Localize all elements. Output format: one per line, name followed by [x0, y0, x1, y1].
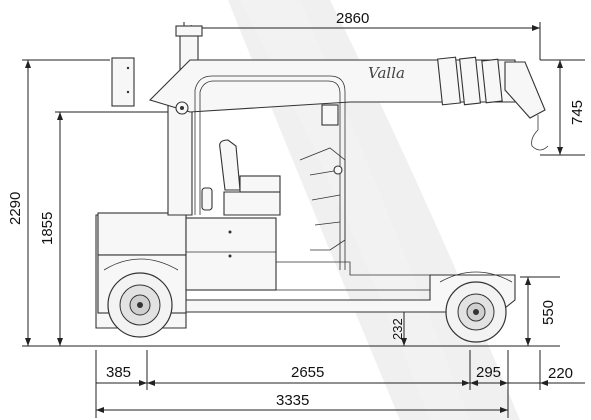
dim-2290-label: 2290 — [7, 192, 24, 225]
dim-3335-label: 3335 — [276, 392, 309, 409]
dim-745-label: 745 — [569, 100, 586, 125]
dim-385-label: 385 — [106, 364, 131, 381]
brand-logo-text: Valla — [368, 64, 405, 82]
dim-220-label: 220 — [548, 365, 573, 382]
dim-295-label: 295 — [476, 364, 501, 381]
dim-2655-label: 2655 — [291, 364, 324, 381]
dim-2860-label: 2860 — [336, 10, 369, 27]
dim-232-label: 232 — [390, 318, 405, 340]
crane-body — [95, 25, 549, 343]
dim-550-label: 550 — [540, 300, 557, 325]
dim-1855-label: 1855 — [39, 212, 56, 245]
